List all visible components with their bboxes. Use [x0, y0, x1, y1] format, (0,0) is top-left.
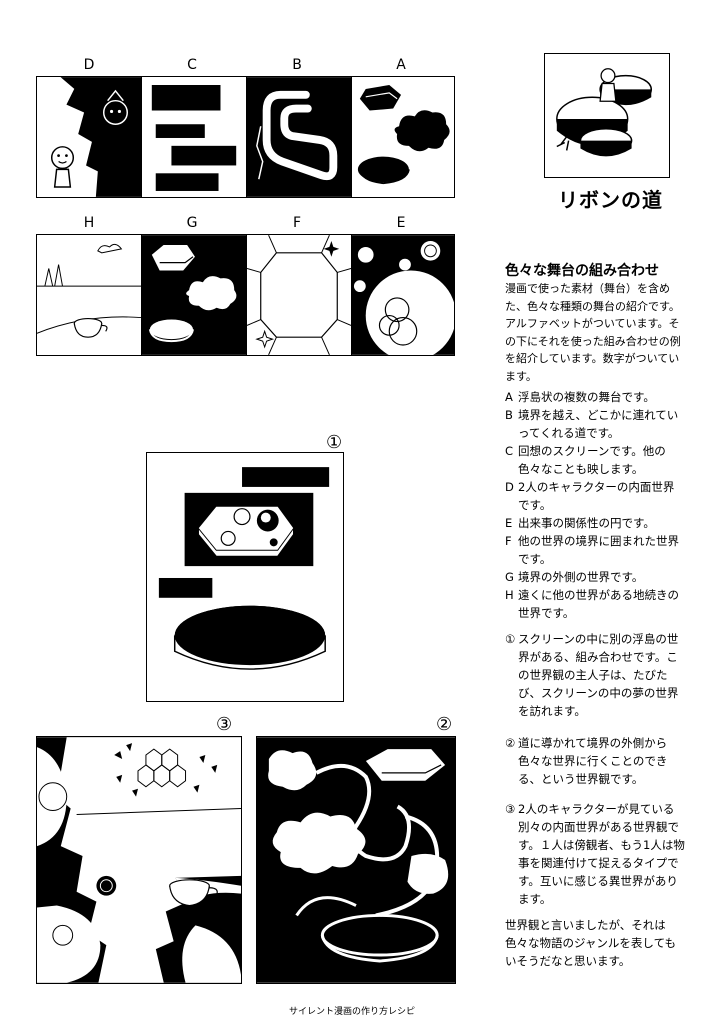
page-title: リボンの道: [558, 188, 663, 212]
example-1-number: ①: [326, 432, 343, 453]
intro-paragraph: 漫画で使った素材（舞台）を含めた、色々な種類の舞台の紹介です。アルファベットがつ…: [505, 282, 681, 383]
footer: サイレント漫画の作り方レシピ: [288, 1007, 415, 1017]
label-a: A: [396, 57, 406, 73]
panel-h-continuous-land: [36, 234, 142, 356]
panel-d-inner-world: [36, 76, 142, 198]
panel-c-screens: [141, 76, 247, 198]
panel-a-floating-islands: [351, 76, 455, 198]
closing-paragraph: 世界観と言いましたが、それは色々な物語のジャンルを表してもいそうだなと思います。: [505, 918, 677, 968]
label-f: F: [292, 215, 302, 231]
panel-b-ribbon-road: [246, 76, 352, 198]
label-c: C: [187, 57, 197, 73]
section-title: 色々な舞台の組み合わせ: [505, 263, 659, 279]
label-b: B: [292, 57, 302, 73]
label-d: D: [83, 57, 95, 73]
label-e: E: [396, 215, 406, 231]
ribbon-road-emblem: [544, 53, 670, 178]
panel-e-relation-circles: [351, 234, 455, 356]
panel-g-outer-world: [141, 234, 247, 356]
example-1-panel: [146, 452, 344, 702]
panel-f-bordered-world: [246, 234, 352, 356]
example-2-number: ②: [436, 714, 453, 735]
example-2-panel: [256, 736, 456, 984]
example-3-panel: [36, 736, 242, 984]
label-h: H: [83, 215, 95, 231]
label-g: G: [186, 215, 198, 231]
example-3-number: ③: [216, 714, 233, 735]
